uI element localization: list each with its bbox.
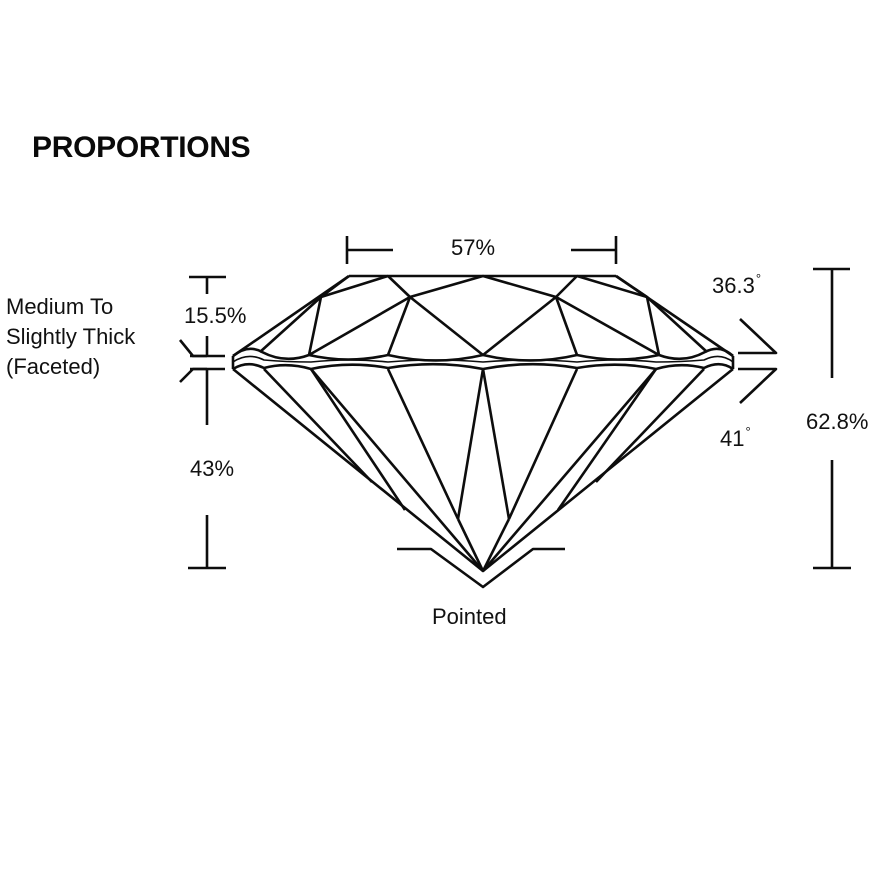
girdle-line-2: Slightly Thick — [6, 324, 136, 349]
culet-bracket — [397, 547, 565, 589]
pavilion-depth-percentage: 43% — [190, 456, 235, 481]
pavilion-depth-bracket — [188, 367, 226, 570]
culet-label: Pointed — [432, 604, 507, 629]
table-percentage: 57% — [451, 235, 496, 260]
crown-height-percentage: 15.5% — [184, 303, 247, 328]
crown-angle-label: 36.3° — [712, 272, 761, 298]
crown-angle-indicator — [738, 318, 778, 355]
pavilion-angle-indicator — [738, 367, 778, 404]
girdle-description: Medium To Slightly Thick (Faceted) — [6, 292, 135, 382]
pavilion-facets — [263, 368, 705, 572]
pavilion-angle-value: 41 — [720, 426, 745, 451]
girdle-pointer — [178, 339, 207, 383]
crown-angle-value: 36.3 — [712, 273, 755, 298]
degree-symbol: ° — [745, 424, 751, 439]
table-width-bracket — [345, 236, 618, 264]
pavilion-angle-label: 41° — [720, 425, 751, 451]
girdle-line-1: Medium To — [6, 294, 114, 319]
total-depth-bracket — [813, 267, 851, 570]
crown-facets — [232, 274, 734, 371]
girdle-line-3: (Faceted) — [6, 354, 101, 379]
page-title: PROPORTIONS — [32, 131, 251, 164]
degree-symbol: ° — [755, 271, 762, 286]
total-depth-percentage: 62.8% — [806, 409, 869, 434]
diamond-outline — [231, 274, 735, 573]
